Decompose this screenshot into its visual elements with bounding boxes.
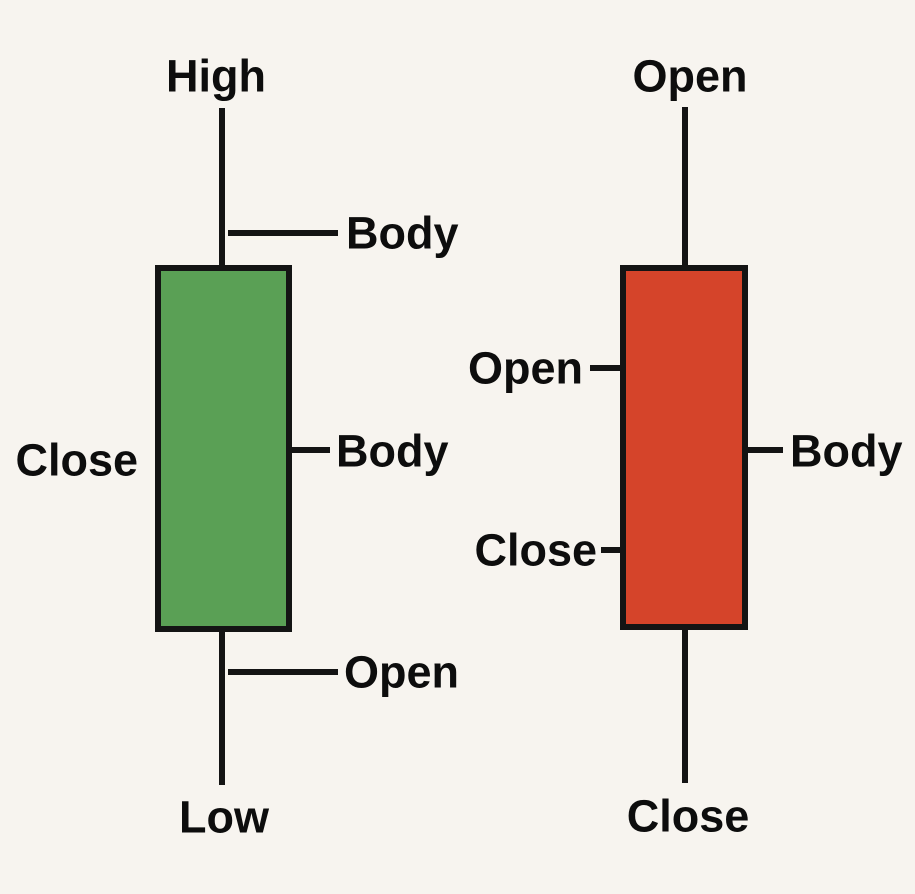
bearish-close-bottom-label: Close (626, 790, 750, 842)
bearish-open-leader-line (590, 365, 620, 371)
bullish-upper-body-leader-line (228, 230, 338, 236)
bearish-close-leader-line (601, 547, 620, 553)
bullish-upper-wick (219, 108, 225, 265)
bullish-candle-body (155, 265, 292, 632)
bullish-close-label: Close (15, 434, 138, 486)
bearish-body-leader-line (748, 447, 783, 453)
bearish-close-side-label: Close (474, 524, 597, 576)
bullish-open-label: Open (344, 646, 460, 698)
bearish-open-top-label: Open (632, 50, 748, 102)
bullish-body-label: Body (336, 425, 449, 477)
bearish-body-label: Body (790, 425, 903, 477)
bullish-body-leader-line (290, 447, 330, 453)
bullish-open-leader-line (228, 669, 338, 675)
bullish-low-label: Low (179, 791, 269, 843)
bearish-lower-wick (682, 630, 688, 783)
bullish-lower-wick (219, 632, 225, 785)
bearish-upper-wick (682, 107, 688, 265)
bullish-upper-body-label: Body (346, 207, 459, 259)
bearish-candle-body (620, 265, 748, 630)
bullish-high-label: High (166, 50, 266, 102)
bearish-open-side-label: Open (467, 342, 583, 394)
